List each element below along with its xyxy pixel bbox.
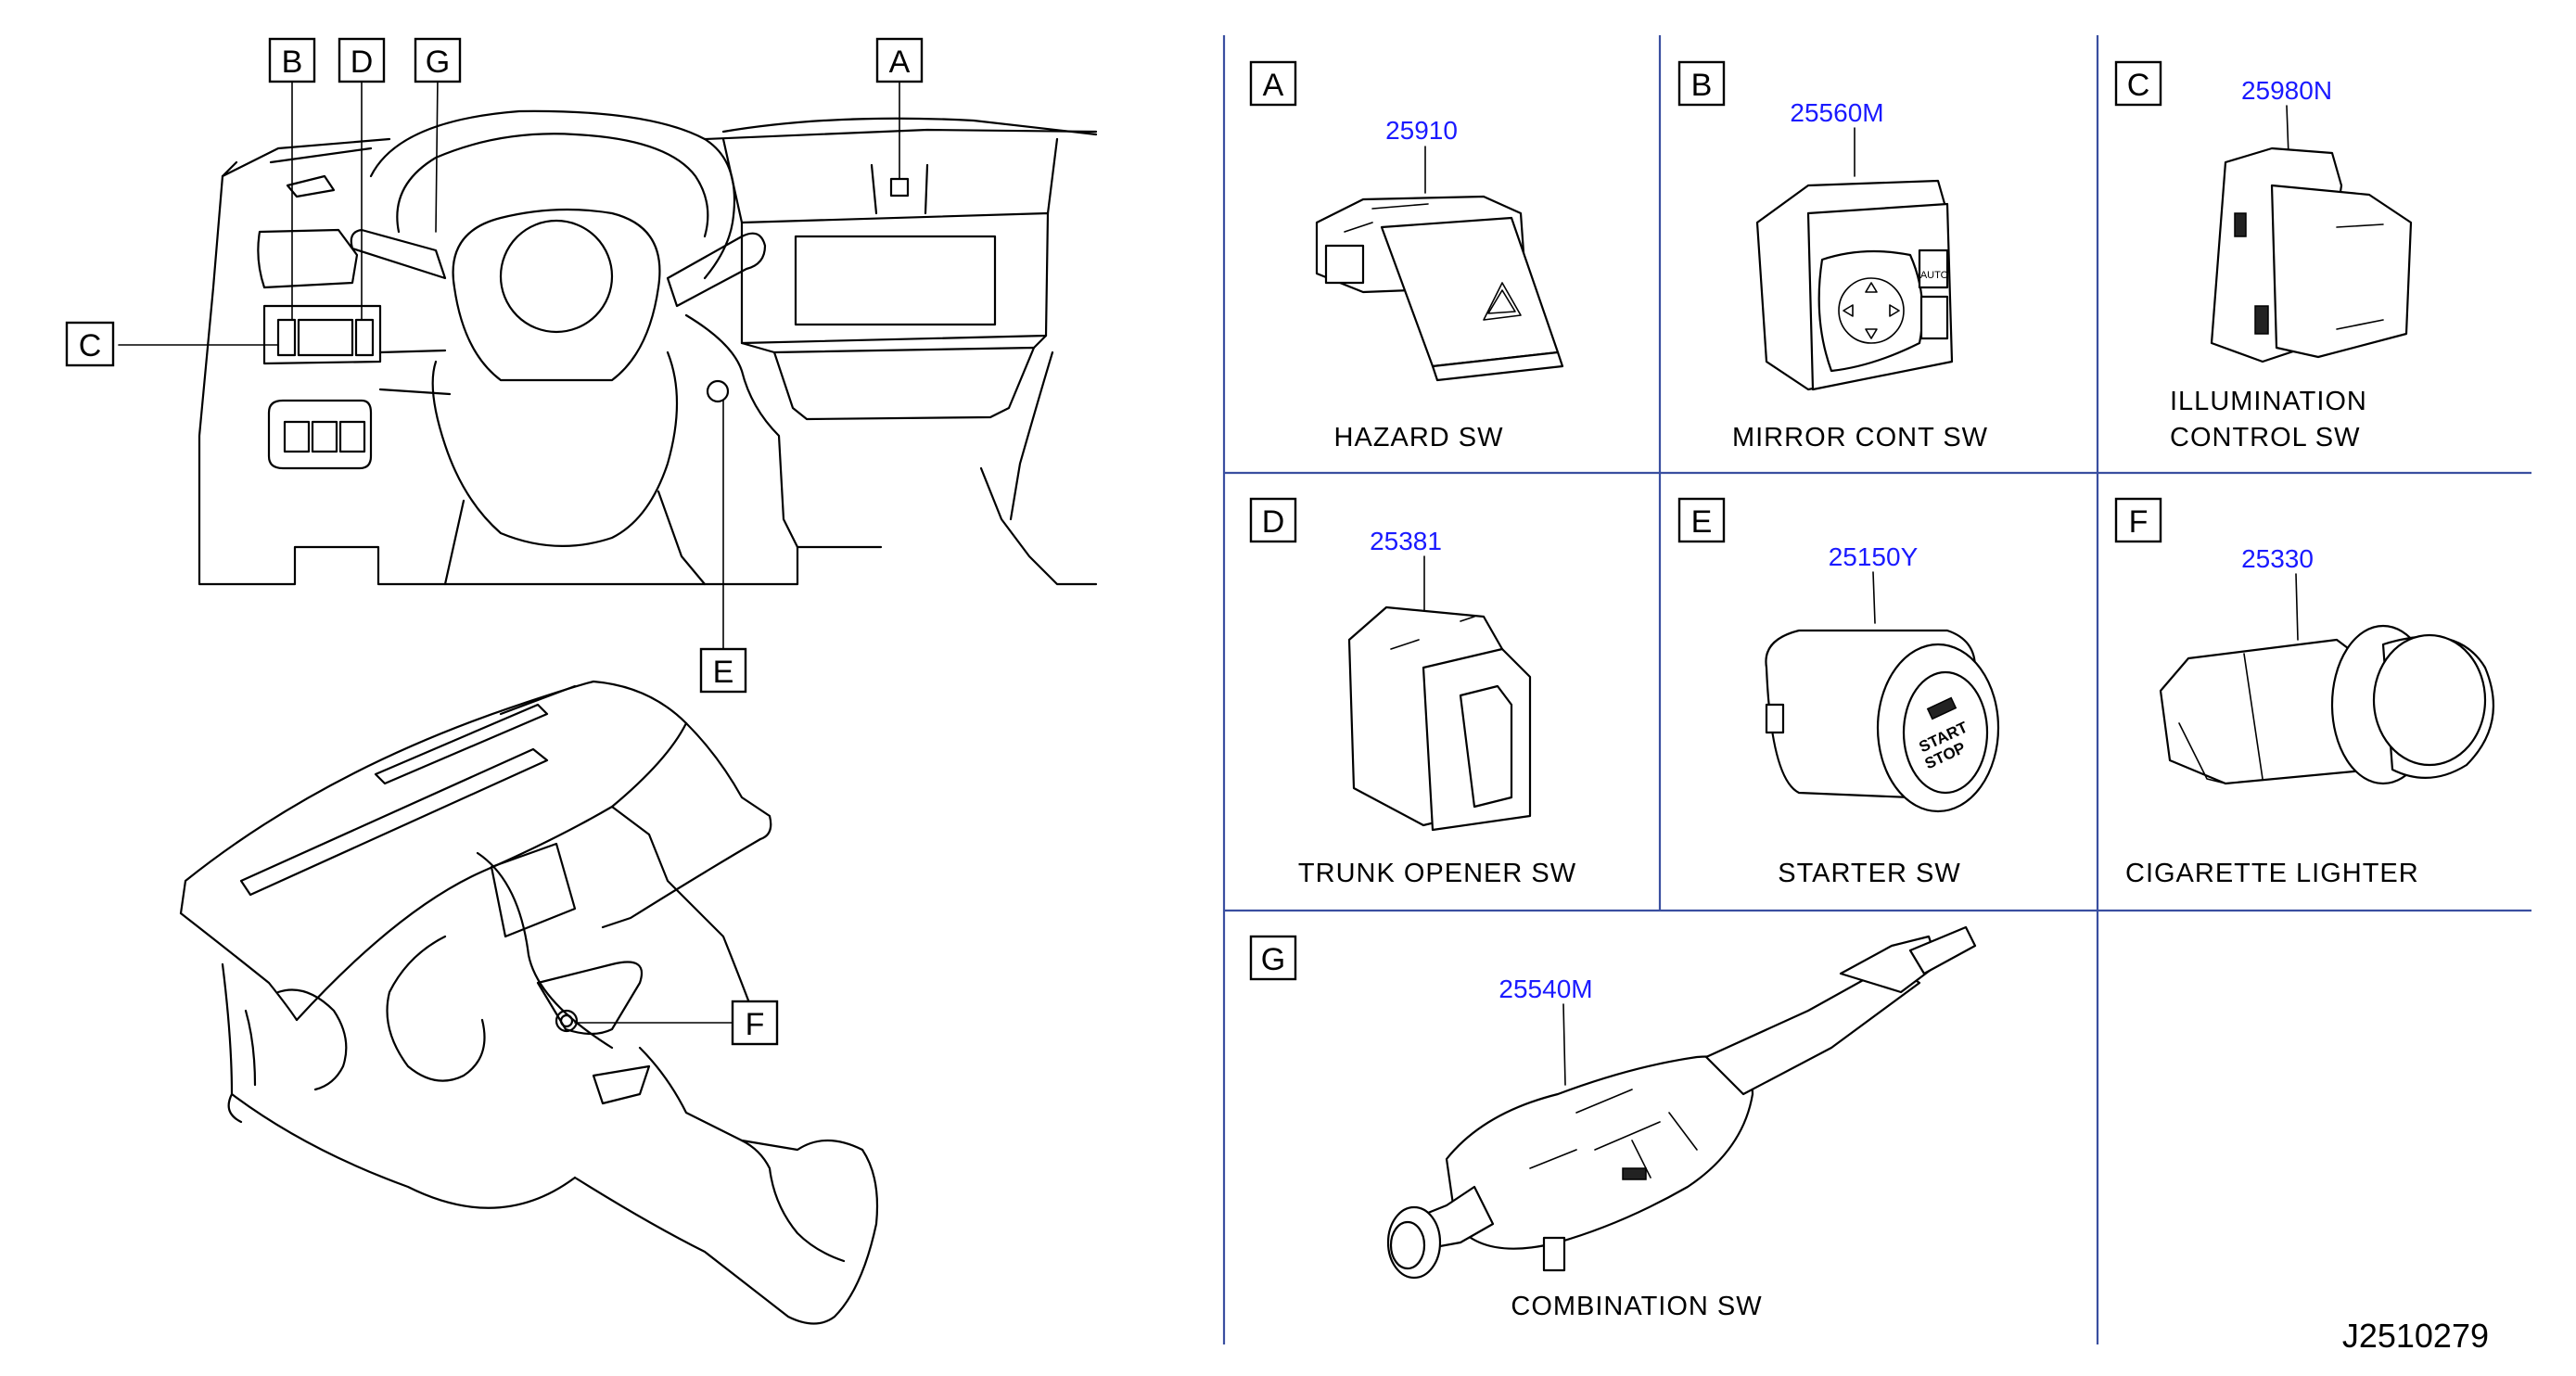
panel-letter-B xyxy=(1677,60,1726,107)
svg-text:C: C xyxy=(2127,68,2150,103)
svg-text:E: E xyxy=(1691,504,1713,540)
caption-line-2: CONTROL SW xyxy=(2170,423,2360,452)
panel-cigarette-lighter: F 25330 CIGARETTE LIGHTER xyxy=(2114,497,2494,888)
callout-F: F xyxy=(731,1000,779,1046)
panel-combination-sw: G 25540M COMBINATION SW xyxy=(1249,925,1977,1321)
panel-hazard-sw: A 25910 HAZARD SW xyxy=(1249,60,1564,452)
callout-A: A xyxy=(875,37,924,83)
diagram-ref: J2510279 xyxy=(2342,1317,2489,1355)
panel-letter-G xyxy=(1249,935,1297,981)
panel-trunk-opener-sw: D 25381 TRUNK OPENER SW xyxy=(1249,497,1576,888)
caption-line-1: MIRROR CONT SW xyxy=(1732,423,1988,452)
mirror-switch-illustration: AUTO xyxy=(1755,179,1954,391)
lighter-illustration xyxy=(2159,624,2494,785)
panel-letter-A xyxy=(1249,60,1297,107)
panel-illumination-control-sw: C 25980N ILLUMINATION CONTROL SW xyxy=(2114,60,2413,452)
svg-text:G: G xyxy=(426,45,450,80)
panel-letter-D xyxy=(1249,497,1297,543)
callout-D: D xyxy=(338,37,386,83)
callout-C: C xyxy=(65,321,115,367)
dashboard-perspective-view xyxy=(179,680,879,1325)
part-number: 25330 xyxy=(2241,544,2314,573)
svg-text:B: B xyxy=(282,45,303,80)
svg-text:D: D xyxy=(1262,504,1285,540)
svg-text:D: D xyxy=(351,45,374,80)
svg-text:A: A xyxy=(1263,68,1284,103)
starter-switch-illustration: START STOP xyxy=(1765,629,2000,813)
part-number: 25910 xyxy=(1385,116,1458,145)
panel-letter-E xyxy=(1677,497,1726,543)
auto-label: AUTO xyxy=(1920,270,1949,281)
callout-B: B xyxy=(268,37,316,83)
svg-text:C: C xyxy=(79,328,102,363)
callout-E: E xyxy=(699,647,747,694)
svg-text:A: A xyxy=(889,45,911,80)
panel-starter-sw: E 25150Y START STOP STARTER SW xyxy=(1677,497,2000,888)
svg-text:B: B xyxy=(1691,68,1713,103)
part-number: 25150Y xyxy=(1829,542,1919,571)
caption-line-1: ILLUMINATION xyxy=(2170,387,2367,416)
caption-line-1: CIGARETTE LIGHTER xyxy=(2125,859,2419,888)
caption-line-1: COMBINATION SW xyxy=(1511,1292,1762,1321)
parts-grid xyxy=(1222,35,2531,1344)
panel-letter-F xyxy=(2114,497,2162,543)
callout-G: G xyxy=(414,37,462,83)
svg-text:G: G xyxy=(1261,942,1285,977)
panel-letter-C xyxy=(2114,60,2162,107)
caption-line-1: TRUNK OPENER SW xyxy=(1298,859,1576,888)
combination-switch-illustration xyxy=(1386,925,1977,1280)
caption-line-1: HAZARD SW xyxy=(1334,423,1504,452)
panel-mirror-cont-sw: B 25560M AUTO MIRROR CONT SW xyxy=(1677,60,1988,452)
part-number: 25980N xyxy=(2241,76,2332,105)
svg-text:F: F xyxy=(746,1007,765,1042)
caption-line-1: STARTER SW xyxy=(1778,859,1960,888)
hazard-switch-illustration xyxy=(1315,195,1564,382)
part-number: 25560M xyxy=(1790,98,1883,127)
illumination-switch-illustration xyxy=(2210,147,2413,363)
part-number: 25381 xyxy=(1370,527,1442,555)
part-number: 25540M xyxy=(1498,975,1592,1003)
trunk-switch-illustration xyxy=(1347,605,1532,832)
svg-text:F: F xyxy=(2129,504,2149,540)
dashboard-front-view xyxy=(118,75,1098,650)
svg-text:E: E xyxy=(713,655,734,690)
